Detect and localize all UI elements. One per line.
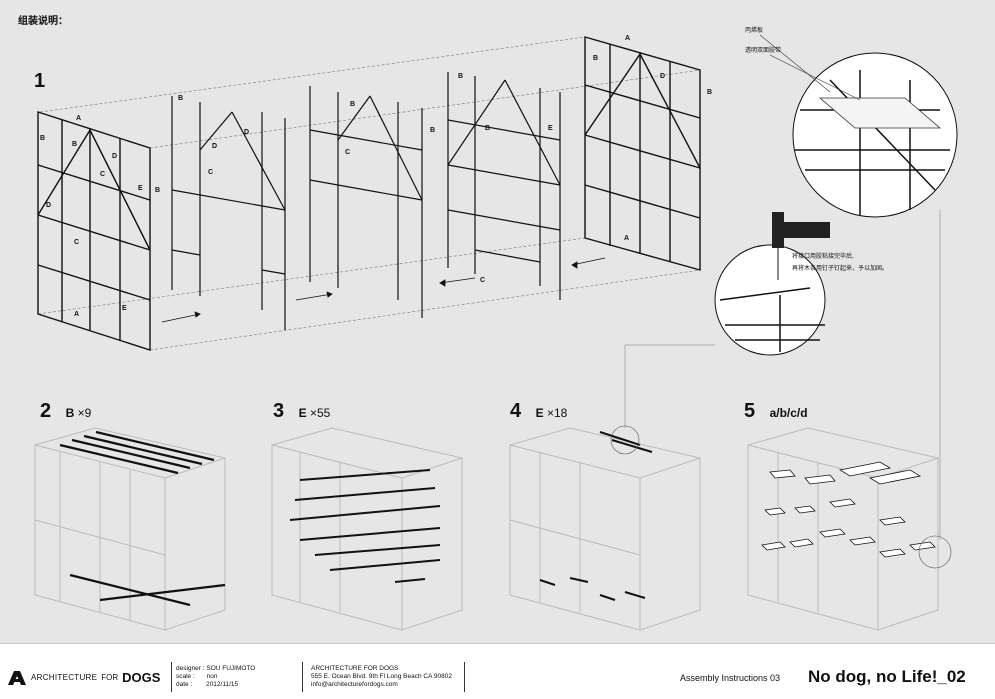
- callout-b: B: [458, 73, 463, 80]
- step-4-qty: ×18: [546, 406, 568, 420]
- note-acrylic-board: 丙烯板: [745, 26, 763, 34]
- org-block: ARCHITECTURE FOR DOGS 555 E. Ocean Blvd.…: [311, 665, 452, 689]
- guide-lines: [37, 36, 701, 351]
- cube-2: [34, 427, 226, 631]
- designer-value: SOU FUJIMOTO: [206, 665, 256, 672]
- callout-d: D: [46, 202, 51, 209]
- step-5-heading: 5 a/b/c/d: [744, 400, 808, 423]
- logo-text-c: DOGS: [122, 670, 161, 685]
- callout-b: B: [350, 101, 355, 108]
- date-value: 2012/11/15: [206, 681, 239, 688]
- callout-c: C: [74, 239, 79, 246]
- org-email[interactable]: info@architecturefordogs.com: [311, 681, 398, 688]
- cube-5: [747, 427, 939, 631]
- callout-b: B: [485, 125, 490, 132]
- step-1-number: 1: [34, 70, 46, 92]
- step-5-number: 5: [744, 400, 756, 422]
- callout-b: B: [707, 89, 712, 96]
- step-4-heading: 4 E ×18: [510, 400, 567, 423]
- step-4-part: E: [535, 406, 544, 420]
- callout-b: B: [40, 135, 45, 142]
- org-address: 555 E. Ocean Blvd. 9th Fl Long Beach CA …: [311, 673, 452, 680]
- org-name: ARCHITECTURE FOR DOGS: [311, 665, 399, 672]
- callout-d: D: [212, 143, 217, 150]
- cube-4: [509, 427, 701, 631]
- callout-d: D: [660, 73, 665, 80]
- step-2-qty: ×9: [77, 406, 92, 420]
- frame-panel-4: [447, 72, 561, 300]
- callout-d: D: [112, 153, 117, 160]
- assembly-illustration: A B B D C E B D C A E B D C D B C B B B …: [34, 26, 958, 631]
- callout-a: A: [625, 35, 630, 42]
- doc-title: Assembly Instructions 03: [680, 673, 781, 683]
- frame-panel-3: [309, 86, 423, 318]
- callout-a: A: [624, 235, 629, 242]
- scale-label: scale :: [176, 673, 195, 680]
- frame-panel-5: [584, 36, 701, 271]
- step-2-part: B: [65, 406, 75, 420]
- product-title: No dog, no Life!_02: [808, 667, 966, 686]
- note-middle-2: 再将木条用钉子钉起来，予以加固。: [792, 264, 888, 272]
- brand-logo: ARCHITECTURE FOR DOGS: [8, 670, 160, 685]
- step-2-number: 2: [40, 400, 52, 422]
- callout-b: B: [155, 187, 160, 194]
- callout-c: C: [100, 171, 105, 178]
- callout-c: C: [345, 149, 350, 156]
- callout-b: B: [178, 95, 183, 102]
- callout-b: B: [593, 55, 598, 62]
- note-tape: 透明双面胶带: [745, 46, 781, 54]
- callout-b: B: [430, 127, 435, 134]
- frame-panel-1: [37, 111, 151, 351]
- detail-circle-acrylic: [759, 34, 958, 218]
- callout-e: E: [122, 305, 127, 312]
- brand-a-icon: [8, 670, 26, 685]
- step-2-heading: 2 B ×9: [40, 400, 91, 423]
- page-title: 组装说明：: [18, 16, 68, 27]
- step-5-part: a/b/c/d: [769, 406, 808, 420]
- callout-a: A: [76, 115, 81, 122]
- step-3-qty: ×55: [309, 406, 331, 420]
- note-middle-1: 将接口用胶粘接完毕后,: [792, 252, 854, 260]
- callout-a: A: [74, 311, 79, 318]
- callout-c: C: [480, 277, 485, 284]
- step-3-part: E: [298, 406, 307, 420]
- step-3-heading: 3 E ×55: [273, 400, 330, 423]
- step-4-number: 4: [510, 400, 522, 422]
- cube-2-highlight: [59, 430, 226, 607]
- callout-e: E: [548, 125, 553, 132]
- callout-d: D: [244, 129, 249, 136]
- scale-value: non: [206, 673, 218, 680]
- drill-icon: [772, 212, 784, 248]
- part-callouts: A B B D C E B D C A E B D C D B C B B B …: [40, 35, 712, 318]
- designer-block: designer : SOU FUJIMOTO scale : non date…: [176, 665, 255, 689]
- logo-text-b: FOR: [101, 673, 119, 682]
- step-3-number: 3: [273, 400, 285, 422]
- footer: ARCHITECTURE FOR DOGS designer : SOU FUJ…: [0, 643, 995, 699]
- direction-arrows: [161, 257, 606, 323]
- logo-text-a: ARCHITECTURE: [31, 673, 98, 682]
- cube-4-highlight: [539, 431, 653, 601]
- frame-panel-2: [171, 96, 286, 330]
- date-label: date :: [176, 681, 193, 688]
- callout-e: E: [138, 185, 143, 192]
- designer-label: designer :: [176, 665, 205, 672]
- detail-circle-nail: [714, 212, 830, 356]
- cube-3-highlight: [289, 469, 441, 583]
- callout-b: B: [72, 141, 77, 148]
- callout-c: C: [208, 169, 213, 176]
- acrylic-plates: [761, 461, 936, 558]
